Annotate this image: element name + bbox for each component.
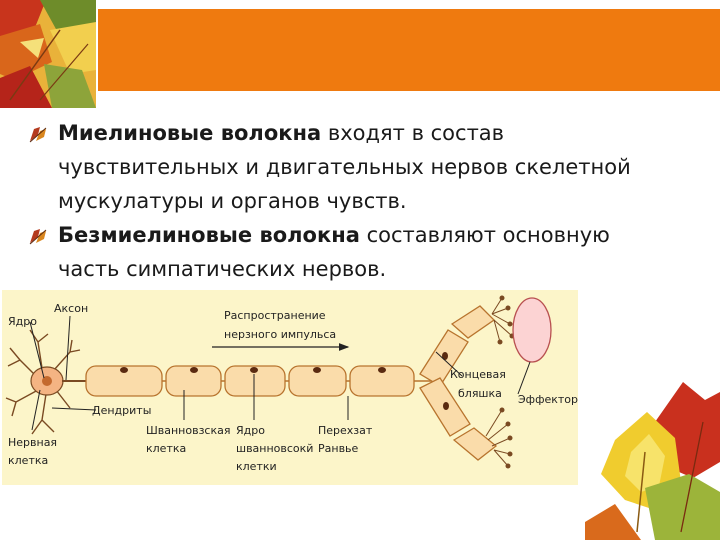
label-schwann-cell: клетка [146, 442, 186, 455]
myelin-segments [85, 365, 415, 397]
label-effector: Эффектор [518, 393, 578, 406]
label-propagation: Распространение [224, 309, 326, 322]
nerve-cell [5, 329, 81, 435]
bullet-list: Миелиновые волокна входят в состав чувст… [28, 116, 668, 286]
leader-lines [29, 315, 531, 431]
label-nerve-cell: клетка [8, 454, 48, 467]
schwann-nuclei [120, 367, 386, 373]
cell-nucleus [42, 376, 52, 386]
label-schwann-cell: Шванновзская [146, 424, 230, 437]
label-schwann-nucleus: Ядро [236, 424, 265, 437]
label-schwann-nucleus: клетки [236, 460, 277, 473]
label-nucleus: Ядро [8, 315, 37, 328]
label-propagation: нерзного импульса [224, 328, 336, 341]
bullet-item-unmyelinated: Безмиелиновые волокна составляют основну… [28, 218, 668, 286]
label-dendrites: Дендриты [92, 404, 151, 417]
label-schwann-nucleus: шванновсокй [236, 442, 313, 455]
bullet-term: Безмиелиновые волокна [58, 223, 360, 247]
leaf-bullet-icon [29, 127, 47, 143]
leaf-bullet-icon [29, 229, 47, 245]
neuron-diagram: Ядро Аксон Распространение нерзного импу… [2, 290, 578, 485]
nerve-terminals [485, 297, 513, 467]
header-band [98, 9, 720, 91]
bullet-item-myelinated: Миелиновые волокна входят в состав чувст… [28, 116, 668, 218]
label-end-plate: Концевая [450, 368, 506, 381]
label-ranvier: Ранвье [318, 442, 359, 455]
bullet-text: составляют основную часть симпатических … [58, 223, 610, 281]
bullet-text: входят в состав чувствительных и двигате… [58, 121, 631, 213]
effector-shape [512, 297, 552, 363]
branch-nuclei [442, 352, 449, 410]
label-ranvier: Перехзат [318, 424, 373, 437]
label-axon: Аксон [54, 302, 88, 315]
bullet-term: Миелиновые волокна [58, 121, 322, 145]
autumn-leaves-icon [0, 0, 96, 108]
autumn-leaves-icon [585, 382, 720, 540]
label-nerve-cell: Нервная [8, 436, 57, 449]
label-end-plate: бляшка [458, 387, 502, 400]
